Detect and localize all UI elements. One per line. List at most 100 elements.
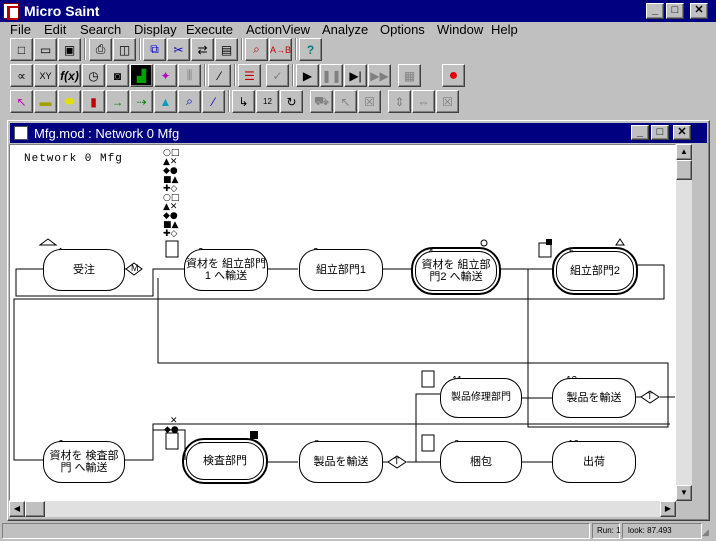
node-2-transport-to-assembly1[interactable]: 資材を 組立部門1 へ輸送 [184,249,268,291]
svg-text:◆●: ◆● [164,425,179,435]
network-icon[interactable]: ∝ [10,64,33,87]
app-title: Micro Saint [24,3,100,19]
cut-icon[interactable]: ✂ [167,38,190,61]
run-icon[interactable]: ▶ [296,64,319,87]
dotted-path-icon[interactable]: ⇢ [130,90,153,113]
number-icon[interactable]: 12 [256,90,279,113]
actionview-icon[interactable]: ✦ [154,64,177,87]
node-1-receive-order[interactable]: 受注 [43,249,125,291]
replace-icon[interactable]: A→B [269,38,292,61]
clock-icon[interactable]: ◷ [82,64,105,87]
copy-icon[interactable]: ⧉ [143,38,166,61]
paste-icon[interactable]: ⇄ [191,38,214,61]
new-file-icon[interactable]: □ [10,38,33,61]
node-9-packaging[interactable]: 梱包 [440,441,522,483]
svg-text:■▲: ■▲ [163,175,179,185]
status-bar: Run: 1 look: 87.493 ◢ [0,521,716,541]
node-4-transport-to-assembly2[interactable]: 資材を 組立部門2 へ輸送 [411,247,501,295]
network-window-title-bar: Mfg.mod : Network 0 Mfg _ □ ✕ [10,123,707,143]
child-close-button[interactable]: ✕ [673,125,691,140]
node-10-shipping[interactable]: 出荷 [552,441,636,483]
scroll-right-icon[interactable]: ▶ [660,501,676,517]
monitor-icon[interactable]: ▟ [130,64,153,87]
clipboard-icon[interactable]: ▤ [215,38,238,61]
function-icon[interactable]: f(x) [58,64,81,87]
document-icon[interactable] [14,126,28,140]
horizontal-disabled-icon[interactable]: ⇔ [412,90,435,113]
menu-file[interactable]: File [10,22,31,37]
subnetwork-icon[interactable]: ▮ [82,90,105,113]
menu-window[interactable]: Window [437,22,484,37]
vertical-scroll-thumb[interactable] [676,160,692,180]
node-6-transport-to-inspection[interactable]: 資材を 検査部門 へ輸送 [43,441,125,483]
status-panel-run [592,523,620,539]
edit-node-icon[interactable]: ↳ [232,90,255,113]
grid-icon[interactable]: ▦ [398,64,421,87]
resize-grip-icon[interactable]: ◢ [702,527,709,537]
pointer-icon[interactable]: ↖ [10,90,33,113]
menu-options[interactable]: Options [380,22,425,37]
select-disabled-icon[interactable]: ↖ [334,90,357,113]
svg-text:✚◇: ✚◇ [163,184,178,194]
zoom-icon[interactable]: ⌕ [178,90,201,113]
path-arrow-icon[interactable]: → [106,90,129,113]
stop-icon[interactable]: ● [442,64,465,87]
rotate-icon[interactable]: ↻ [280,90,303,113]
node-12-transport-product[interactable]: 製品を輸送 [552,378,636,418]
wand-icon[interactable]: ⁄ [208,64,231,87]
node-5-assembly2[interactable]: 組立部門2 [552,247,638,295]
close-button[interactable]: ✕ [690,3,708,19]
menu-execute[interactable]: Execute [186,22,233,37]
print-icon[interactable]: ⎙ [89,38,112,61]
scroll-left-icon[interactable]: ◀ [9,501,25,517]
node-8-transport-product[interactable]: 製品を輸送 [299,441,383,483]
scroll-up-icon[interactable]: ▲ [676,144,692,160]
task-node-icon[interactable]: ⬬ [58,90,81,113]
cross-disabled-icon[interactable]: ☒ [358,90,381,113]
menu-display[interactable]: Display [134,22,177,37]
print-preview-icon[interactable]: ◫ [113,38,136,61]
vertical-scrollbar[interactable]: ▲ ▼ [676,144,692,501]
save-icon[interactable]: ▣ [58,38,81,61]
menu-edit[interactable]: Edit [44,22,67,37]
child-minimize-button[interactable]: _ [631,125,649,140]
menu-help[interactable]: Help [491,22,518,37]
svg-text:◆●: ◆● [163,166,178,176]
node-3-assembly1[interactable]: 組立部門1 [299,249,383,291]
box-disabled-icon[interactable]: ☒ [436,90,459,113]
menu-analyze[interactable]: Analyze [322,22,369,37]
vertical-disabled-icon[interactable]: ⇕ [388,90,411,113]
truck-icon[interactable]: ⛟ [310,90,333,113]
queue-icon[interactable]: ▬ [34,90,57,113]
camera-icon[interactable]: ◙ [106,64,129,87]
node-11-repair[interactable]: 製品修理部門 [440,378,522,418]
scroll-down-icon[interactable]: ▼ [676,485,692,501]
list-icon[interactable]: ☰ [238,64,261,87]
horizontal-scroll-thumb[interactable] [25,501,45,517]
svg-text:■▲: ■▲ [163,220,179,230]
animation-icon[interactable]: ⫼ [178,64,201,87]
decision-icon[interactable]: ▲ [154,90,177,113]
minimize-button[interactable]: _ [646,3,664,19]
network-label: Network 0 Mfg [24,153,123,165]
help-icon[interactable]: ? [299,38,322,61]
menu-search[interactable]: Search [80,22,122,37]
open-folder-icon[interactable]: ▭ [34,38,57,61]
find-icon[interactable]: ⌕ [245,38,268,61]
svg-text:✕: ✕ [170,416,178,426]
step-icon[interactable]: ▶| [344,64,367,87]
horizontal-scrollbar[interactable]: ◀ ▶ [9,501,676,517]
menu-actionview[interactable]: ActionView [246,22,311,37]
node-7-inspection[interactable]: 検査部門 [182,438,268,484]
fast-forward-icon[interactable]: ▶▶ [368,64,391,87]
maximize-button[interactable]: □ [666,3,684,19]
variables-icon[interactable]: XY [34,64,57,87]
pause-icon[interactable]: ❚❚ [320,64,343,87]
decision-label-m: M [131,263,139,273]
network-window-title: Mfg.mod : Network 0 Mfg [34,126,180,141]
brush-icon[interactable]: ⁄ [202,90,225,113]
child-maximize-button[interactable]: □ [651,125,669,140]
check-icon[interactable]: ✓ [266,64,289,87]
network-canvas[interactable]: Network 0 Mfg [9,144,676,501]
app-icon[interactable] [3,3,19,20]
